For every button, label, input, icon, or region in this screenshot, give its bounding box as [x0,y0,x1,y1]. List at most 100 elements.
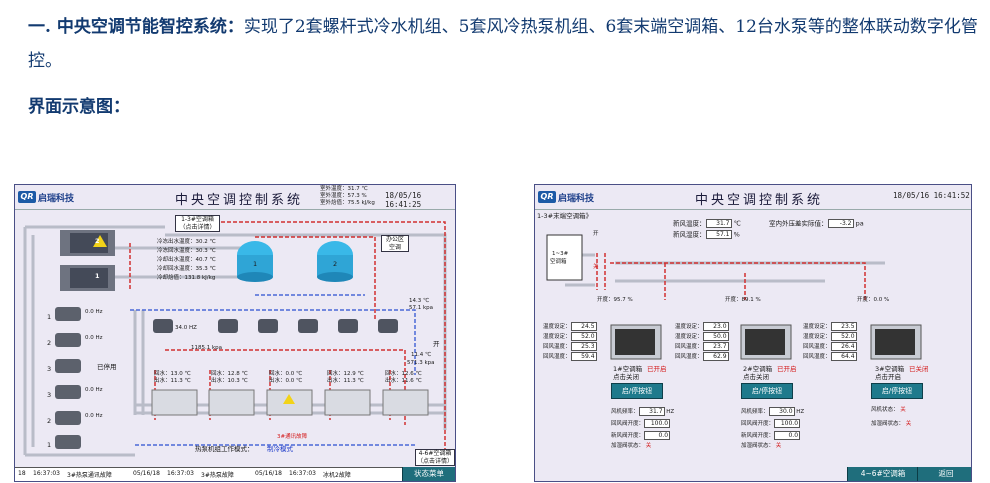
unit: ℃ [733,219,741,228]
unit: HZ [796,409,805,415]
breadcrumb[interactable]: 1-3#末端空调箱》 [537,212,593,220]
pump-icon[interactable] [55,385,81,399]
status-date: 05/16/18 [133,470,160,477]
pump-icon[interactable] [153,319,173,333]
label: 温度设定： [675,324,703,330]
office-ac-link[interactable]: 办公区 空调 [381,235,409,252]
label: 回风阀开度： [741,421,775,427]
figure-label: 界面示意图： [28,97,130,117]
label: 新风阀开度： [741,433,775,439]
ahu-1-3-link[interactable]: 1-3#空调箱 （点击详情） [175,215,220,232]
back-button[interactable]: 返回 [917,467,971,481]
label: 湿度设定： [543,334,571,340]
value: 关 [905,421,912,427]
value: 100.0 [774,419,801,428]
label: 回风湿度： [803,354,831,360]
chiller-unit[interactable] [60,230,115,256]
label: 回风温度： [543,344,571,350]
status-menu-button[interactable]: 状态菜单 [402,467,455,481]
status-message: 3#热泵故障 [201,472,234,479]
ahu3-start-stop-button[interactable]: 启/停按钮 [871,383,923,399]
value: 26.4 [830,342,857,351]
fresh-temp-value: 31.7 [705,219,732,228]
ahu3-ret-temp: 回风温度：26.4 [803,342,857,351]
fresh-temp-row: 新风温度：31.7 ℃ [673,219,741,228]
label: 温度设定： [543,324,571,330]
company-logo: QR 启瑞科技 [538,190,594,204]
value[interactable]: 50.0 [702,332,729,341]
chiller-unit[interactable] [60,265,115,291]
status-time: 16:37:03 [33,470,60,477]
value[interactable]: 24.5 [570,322,597,331]
ahu3-action[interactable]: 点击开启 [875,373,901,381]
label: 回风湿度： [675,354,703,360]
ahu2-name: 2#空调箱 [743,365,773,373]
pump-number: 1 [47,313,52,321]
label: 湿度设定： [803,334,831,340]
fresh-hum-row: 新风湿度：57.1 % [673,230,740,239]
label: 加湿阀状态： [741,443,775,449]
ahu2-ret-temp: 回风温度：23.7 [675,342,729,351]
pressure-diff-value: -3.2 [827,219,854,228]
pump-icon[interactable] [55,307,81,321]
ahu1-ret-hum: 回风湿度：59.4 [543,352,597,361]
pressure-temp-c: 11.4 ℃ [411,352,432,358]
hp-return-temp: 回水：12.8 ℃ [211,371,248,377]
pump-value: 已停用 [97,363,117,371]
status-message: 3#热泵通讯故障 [67,472,112,479]
label: 回风温度： [675,344,703,350]
pump-icon[interactable] [378,319,398,333]
label: 风机频率： [741,409,769,415]
pump-icon[interactable] [258,319,278,333]
mode-value[interactable]: 制冷模式 [267,445,293,453]
value[interactable]: 52.0 [570,332,597,341]
ahu2-action[interactable]: 点击关闭 [743,373,769,381]
ahu1-action[interactable]: 点击关闭 [613,373,639,381]
pump-icon[interactable] [55,411,81,425]
ahu2-start-stop-button[interactable]: 启/停按钮 [741,383,793,399]
ahu3-temp-set: 温度设定：23.5 [803,322,857,331]
ahu-4-6-link[interactable]: 4-6#空调箱 （点击详情） [415,449,455,466]
ahu-group-line1: 1~3# [552,251,569,257]
ahu1-humid: 加湿阀状态： 关 [611,443,651,450]
logo-text: 启瑞科技 [558,193,595,204]
valve-open-label: 开 [433,340,440,348]
chilled-reading: 冷冻出水温度：30.2 ℃ [157,239,216,245]
pump-value: 0.0 Hz [85,413,103,419]
value[interactable]: 23.5 [830,322,857,331]
pump-frequency: 34.0 HZ [175,325,197,331]
pump-icon[interactable] [298,319,318,333]
pump-icon[interactable] [338,319,358,333]
ahu-4-6-button[interactable]: 4~6#空调箱 [847,467,918,481]
ahu2-ret-hum: 回风湿度：62.9 [675,352,729,361]
value[interactable]: 52.0 [830,332,857,341]
unit: % [733,230,740,239]
hp-return-temp: 回水：13.0 ℃ [154,371,191,377]
pump-value: 0.0 Hz [85,335,103,341]
value: 关 [900,407,906,413]
pressure-kpa-d: 571.3 kpa [407,360,435,366]
intro-body: 实现了2套螺杆式冷水机组、5套风冷热泵机组、6套末端空调箱、12台水泵等的整体联… [28,17,978,71]
pump-icon[interactable] [218,319,238,333]
pump-number: 3 [47,365,52,373]
chilled-reading: 冷却出水温度：40.7 ℃ [157,257,216,263]
central-ac-overview-screen: QR 启瑞科技 中央空调控制系统 室外温度：31.7 ℃ 室外湿度：57.3 %… [14,184,456,482]
valve-close: 关 [593,264,599,270]
label: 风机状态： [871,407,899,413]
ahu-link-line2: （点击详情） [179,224,216,231]
label: 回风湿度： [543,354,571,360]
warning-icon [283,394,295,404]
value[interactable]: 23.0 [702,322,729,331]
pump-icon[interactable] [55,359,81,373]
cooling-tower[interactable] [237,241,273,282]
pump-icon[interactable] [55,435,81,449]
valve-open: 开 [593,231,599,237]
ahu3-fan-state: 风机状态： 关 [871,407,906,414]
ahu1-start-stop-button[interactable]: 启/停按钮 [611,383,663,399]
cooling-tower[interactable] [317,241,353,282]
pump-icon[interactable] [55,333,81,347]
label: 湿度设定： [675,334,703,340]
outdoor-humidity: 室外湿度：57.3 % [320,193,367,199]
outdoor-enthalpy: 室外焓值：75.5 kJ/kg [320,200,375,206]
label: 风机频率： [611,409,639,415]
